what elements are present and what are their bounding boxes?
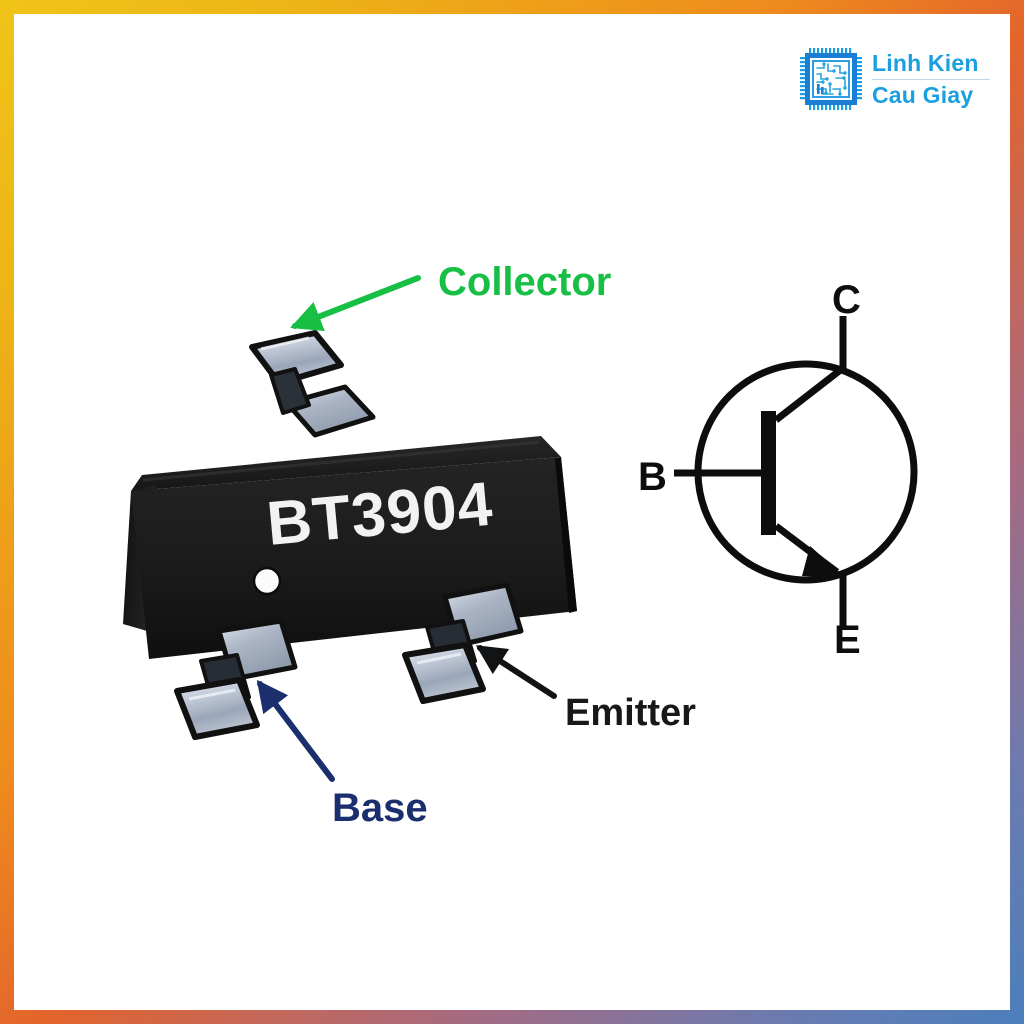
brand-line-1: Linh Kien [872, 50, 979, 77]
callout-label-base: Base [332, 786, 428, 830]
base-lead [174, 618, 298, 740]
collector-lead [249, 330, 376, 438]
brand-logo: Linh Kien Cau Giay [800, 38, 1000, 120]
symbol-terminal-label-collector: C [832, 278, 861, 322]
polarity-dot-marker [254, 568, 280, 594]
symbol-collector-diagonal [773, 365, 846, 423]
callout-label-collector: Collector [438, 260, 612, 304]
microchip-icon [800, 48, 862, 110]
callout-label-emitter: Emitter [565, 692, 696, 734]
symbol-base-bar [761, 411, 776, 535]
brand-divider [872, 78, 990, 80]
emitter-lead [402, 582, 524, 704]
symbol-terminal-label-emitter: E [834, 618, 861, 662]
brand-line-2: Cau Giay [872, 81, 974, 108]
image-canvas: Linh Kien Cau Giay [14, 14, 1010, 1010]
symbol-terminal-label-base: B [638, 455, 667, 499]
transistor-package-illustration: BT3904 [109, 309, 609, 769]
brand-text-block: Linh Kien Cau Giay [872, 50, 990, 108]
symbol-emitter-arrowhead [802, 546, 846, 578]
npn-transistor-schematic-symbol: C B E [634, 272, 974, 672]
